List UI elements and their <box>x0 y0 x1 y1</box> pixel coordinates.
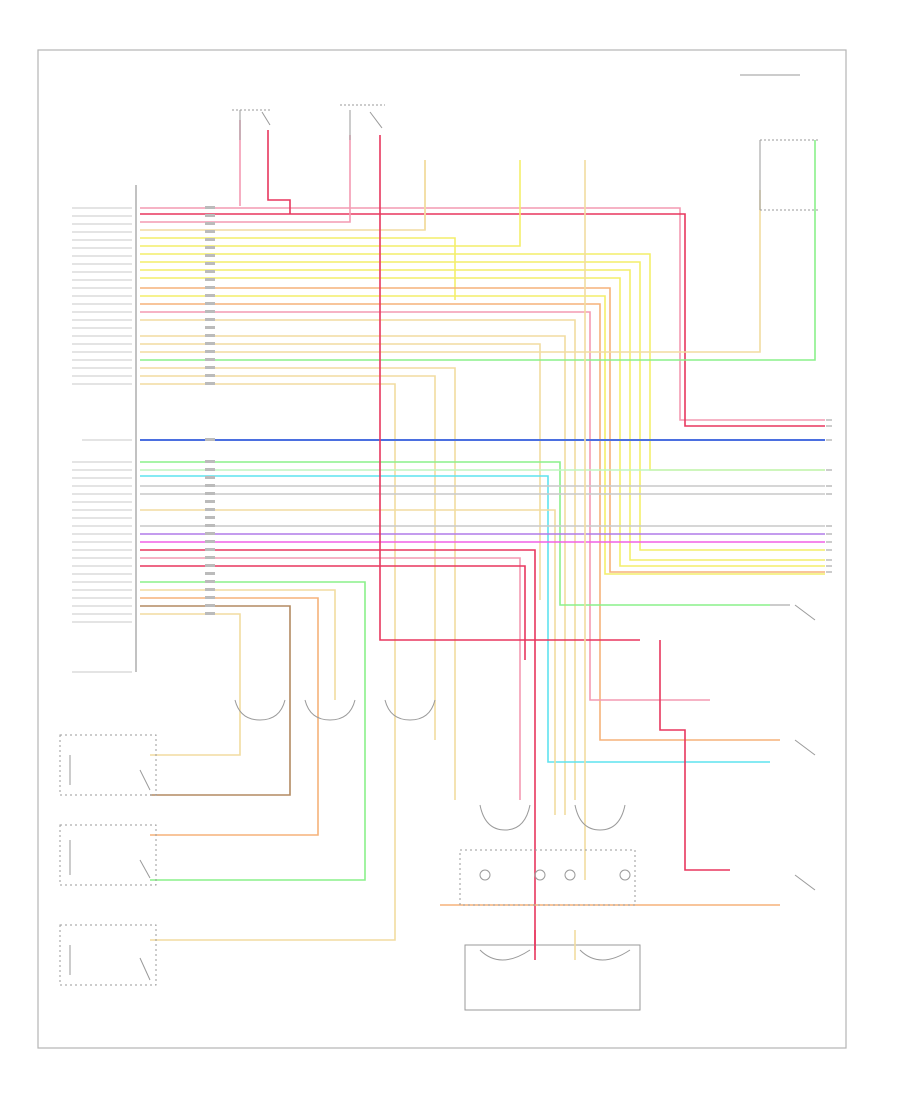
wire-yellow-5 <box>140 269 825 561</box>
wire-yellow-3 <box>140 253 825 471</box>
switch-right-2 <box>794 739 816 756</box>
right-terminals <box>826 419 832 573</box>
left-front-seat-belt-switch <box>59 734 157 796</box>
wire-yellow-1 <box>140 237 456 300</box>
wire-bundle-upper <box>140 135 825 815</box>
wire-tan-5 <box>140 190 761 353</box>
wire-orange-1 <box>140 287 825 573</box>
wire-cyan <box>140 475 770 763</box>
ignition-switch-block <box>232 109 272 140</box>
wire-yellow-2 <box>140 160 521 247</box>
right-sensor-block <box>740 74 820 211</box>
driver-seat-belt-switch <box>340 104 385 140</box>
wire-orange-2 <box>140 303 780 741</box>
wire-orange-3 <box>140 597 319 836</box>
diagram-frame <box>37 49 847 1049</box>
wire-yellow-6 <box>140 277 825 567</box>
wire-bundle-middle <box>140 439 825 950</box>
wire-tan-1 <box>140 160 426 231</box>
pin-labels <box>72 207 132 673</box>
drop-tan-bottom <box>150 680 396 941</box>
top-components <box>232 74 820 211</box>
center-connector-block <box>459 804 641 1011</box>
wire-tan-4 <box>140 343 541 600</box>
switch-right-1 <box>770 604 816 621</box>
wire-tan-6 <box>140 367 456 800</box>
drop-pink-right <box>659 640 730 871</box>
drop-red-long <box>379 135 640 641</box>
switch-right-3 <box>794 874 816 891</box>
wire-tan-2 <box>140 319 576 800</box>
wire-pink-4 <box>140 557 521 800</box>
wire-red-2 <box>140 549 536 950</box>
wire-tags <box>205 206 215 615</box>
wire-tan-7 <box>140 375 436 740</box>
wire-red-3 <box>140 565 526 660</box>
wire-green-1 <box>140 140 816 361</box>
left-bottom-switches <box>59 699 436 986</box>
wire-red-1 <box>140 213 825 427</box>
wire-tan-3 <box>140 335 566 815</box>
wire-yellow-7 <box>140 295 825 575</box>
wire-pink-1 <box>140 207 825 421</box>
right-switches <box>770 604 816 891</box>
right-front-seat-belt-switch <box>59 824 157 886</box>
wire-tan-11 <box>140 613 241 756</box>
wire-pink-2 <box>140 135 351 223</box>
wire-brown <box>140 605 291 796</box>
top-drops <box>150 120 780 941</box>
shorting-bars-left <box>234 699 436 721</box>
drop-red-ignition <box>267 130 291 214</box>
wire-green-3 <box>140 581 366 881</box>
wire-tan-9 <box>140 509 556 815</box>
wire-yellow-4 <box>140 261 825 551</box>
wire-tan-8 <box>140 383 396 680</box>
wire-pink-3 <box>140 311 710 701</box>
left-second-row-switch <box>59 924 157 986</box>
